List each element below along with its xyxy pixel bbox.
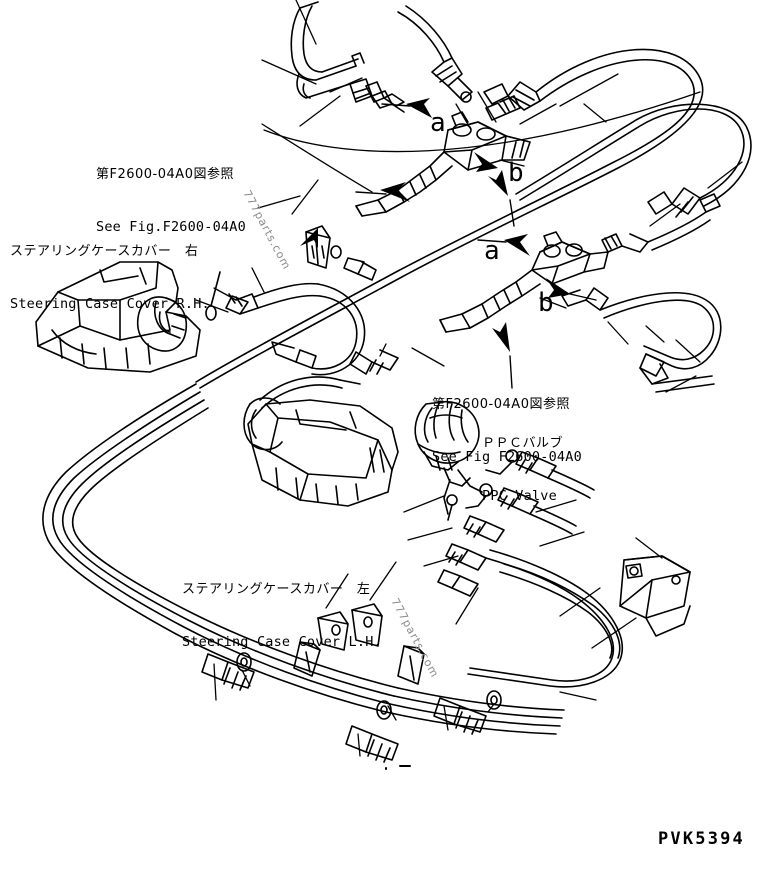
fittings-ppc-stack [437, 451, 595, 597]
label-steering-case-cover-lh: ステアリングケースカバー 左 Steering Case Cover L.H. [182, 544, 382, 689]
label-ppc-valve: ＰＰＣバルブ PPC Valve [482, 398, 563, 543]
bracket-lower-left [317, 611, 349, 651]
ppc-valve-en: PPC Valve [482, 487, 557, 504]
hose-clamp-lower-2 [397, 645, 425, 685]
hose-top-mid [397, 5, 473, 103]
bolt-lower-right [433, 697, 487, 735]
drawing-number: PVK5394 [657, 829, 745, 849]
hose-into-lh-cover [259, 376, 361, 409]
callout-b-mid: b [538, 288, 554, 318]
reference-note-top: 第F2600-04A0図参照 See Fig.F2600-04A0 [96, 129, 246, 274]
cover-rh-jp: ステアリングケースカバー 右 [10, 243, 199, 259]
bolt-lower-left-1 [201, 653, 255, 691]
cover-lh-en: Steering Case Cover L.H. [182, 633, 382, 650]
hose-bundle-lower-right [467, 549, 624, 688]
hose-top-left [290, 1, 405, 113]
washer-lower-right [486, 690, 502, 710]
reference-note-mid: 第F2600-04A0図参照 See Fig F2600-04A0 [432, 359, 582, 504]
ppc-valve-jp: ＰＰＣバルブ [482, 435, 564, 451]
hose-mid-right [561, 287, 722, 393]
valve-block-upper [355, 111, 531, 217]
reference-note-top-jp: 第F2600-04A0図参照 [96, 166, 234, 182]
bottom-tick-marks [385, 765, 411, 770]
callout-b-top: b [508, 158, 524, 188]
hose-bundle-lower-left [42, 383, 565, 735]
fitting-top-left-nipple [365, 81, 405, 107]
bracket-center [305, 225, 377, 281]
ppc-valve-ports [443, 449, 519, 521]
fittings-rh-cover [205, 271, 366, 376]
callout-arrow-stems [355, 103, 597, 301]
fittings-mid-valve [601, 193, 721, 253]
hose-rh-to-center [349, 349, 399, 375]
steering-case-cover-rh-housing [35, 261, 201, 373]
stem-arrow-lines [509, 199, 515, 389]
bolt-lower-center [345, 725, 399, 763]
washer-lower-left [236, 652, 252, 672]
reference-note-mid-en: See Fig F2600-04A0 [432, 448, 582, 465]
valve-block-mid [439, 231, 609, 333]
steering-case-cover-lh-housing [243, 397, 399, 507]
fittings-upper-valve [485, 95, 521, 121]
hose-top-right-loop-1 [195, 48, 704, 389]
hose-top-right-loop-2 [515, 103, 752, 218]
cover-lh-jp: ステアリングケースカバー 左 [182, 581, 371, 597]
bracket-lower-right [619, 555, 691, 637]
reference-note-mid-jp: 第F2600-04A0図参照 [432, 396, 570, 412]
leader-lines [195, 0, 743, 757]
stem-arrows [488, 170, 510, 352]
reference-note-top-en: See Fig.F2600-04A0 [96, 218, 246, 235]
label-steering-case-cover-rh: ステアリングケースカバー 右 Steering Case Cover R.H. [10, 206, 210, 351]
hose-clamp-lower [293, 641, 321, 677]
callout-a-mid: a [484, 236, 500, 266]
callout-a-top: a [430, 108, 446, 138]
callout-arrows [300, 98, 570, 298]
bracket-lower-center [351, 603, 383, 647]
cover-rh-en: Steering Case Cover R.H. [10, 295, 210, 312]
